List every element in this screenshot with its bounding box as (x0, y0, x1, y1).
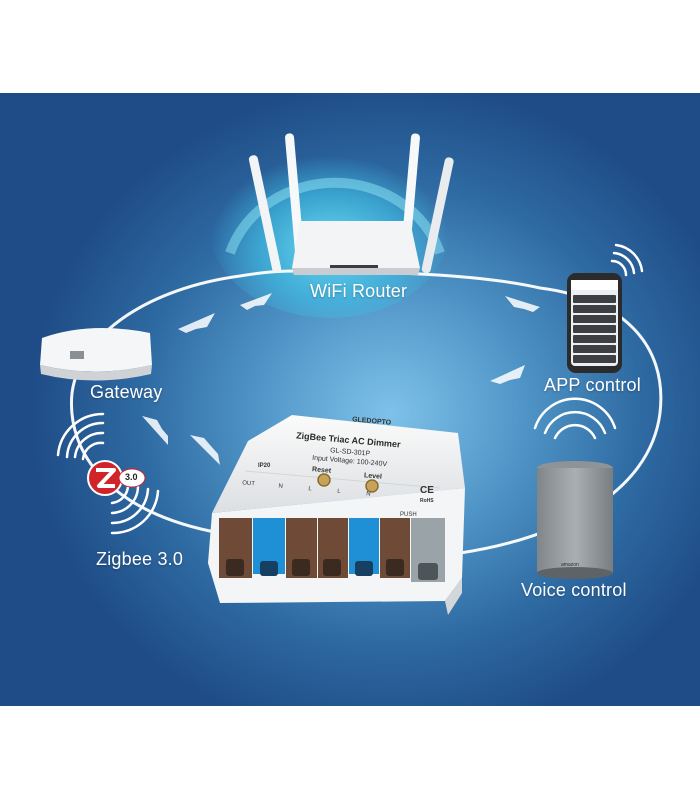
zigbee-label: Zigbee 3.0 (96, 549, 184, 569)
dimmer-module (208, 415, 465, 615)
wifi-router-icon (248, 133, 454, 275)
speaker-brand: amazon (561, 562, 579, 568)
dimmer-knobs (317, 473, 379, 493)
voice-speaker-icon (533, 397, 617, 579)
dimmer-ip-rating: IP20 (258, 463, 271, 469)
product-scene: ZigBee Triac AC Dimmer GLEDOPTO GL-SD-30… (0, 93, 700, 706)
gateway-label: Gateway (90, 382, 163, 402)
wifi-router-label: WiFi Router (310, 281, 408, 301)
voice-control-label: Voice control (521, 580, 627, 600)
zigbee-logo (87, 460, 146, 496)
terminal-label: L (336, 488, 341, 495)
zigbee-waves-icon (56, 412, 160, 535)
terminal-label: N (365, 491, 371, 498)
signal-arrows (142, 293, 540, 465)
dimmer-ce-mark: CE (420, 485, 434, 496)
terminal-label: L (308, 486, 312, 493)
app-control-label: APP control (544, 375, 641, 395)
dimmer-push-label: PUSH (400, 512, 417, 518)
terminal-block (219, 518, 445, 582)
gateway-icon (40, 328, 152, 381)
terminal-label: N (278, 483, 284, 490)
app-phone-icon (567, 243, 644, 373)
scene-graphics (40, 133, 663, 615)
dimmer-level-label: Level (363, 472, 383, 481)
terminal-label: OUT (241, 480, 256, 488)
dimmer-rohs-mark: RoHS (420, 498, 434, 504)
connection-ring (69, 269, 663, 555)
zigbee-badge: 3.0 (125, 472, 138, 482)
